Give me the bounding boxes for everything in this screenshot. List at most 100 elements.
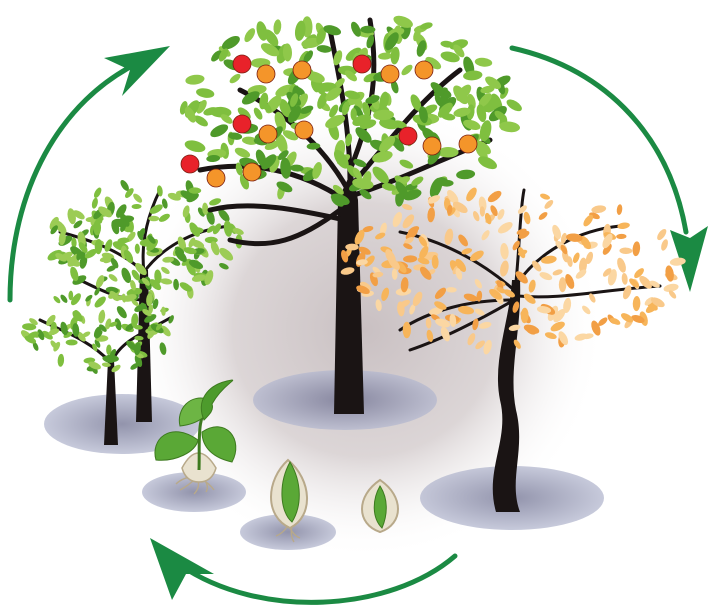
tree-leaf	[474, 57, 493, 67]
fruit	[242, 162, 262, 182]
tree-leaf	[379, 135, 396, 153]
tree-trunk	[492, 280, 521, 512]
tree-leaf	[350, 107, 357, 121]
tree-leaf	[431, 255, 439, 269]
fruit	[380, 64, 400, 84]
tree-leaf	[410, 94, 422, 111]
tree-leaf	[264, 29, 279, 47]
tree-leaf	[82, 331, 91, 338]
cycle-arrow-bottom	[177, 553, 458, 605]
tree-leaf	[210, 241, 220, 256]
tree-leaf	[106, 344, 112, 356]
tree-leaf	[360, 25, 376, 34]
tree-leaf	[602, 268, 612, 277]
tree-leaf	[85, 216, 97, 223]
tree-leaf	[175, 249, 187, 263]
tree-leaf	[114, 318, 122, 331]
tree-leaf	[92, 343, 98, 352]
tree-leaf	[147, 235, 156, 244]
tree-leaf	[168, 315, 174, 324]
tree-leaf	[558, 331, 569, 346]
tree-leaf	[57, 353, 65, 367]
tree-leaf	[420, 22, 433, 30]
shadow-sprouting-seed	[240, 514, 336, 550]
tree-leaf	[134, 243, 140, 254]
tree-leaf	[53, 341, 61, 352]
tree-leaf	[404, 237, 414, 245]
tree-leaf	[617, 222, 630, 230]
tree-leaf	[228, 132, 243, 140]
fruit	[422, 136, 442, 156]
tree-leaf	[181, 258, 192, 266]
tree-leaf	[583, 214, 594, 227]
tree-leaf	[274, 111, 287, 132]
tree-leaf	[220, 114, 233, 124]
tree-leaf	[156, 185, 163, 197]
tree-leaf	[340, 267, 355, 275]
tree-leaf	[400, 277, 409, 293]
tree-leaf	[95, 275, 105, 289]
seed-embryo	[373, 485, 387, 529]
tree-leaf	[435, 318, 451, 328]
tree-leaf	[619, 247, 633, 255]
tree-branch	[227, 207, 343, 247]
tree-leaf	[665, 265, 674, 282]
tree-leaf	[180, 190, 194, 201]
tree-leaf	[405, 228, 418, 240]
tree-leaf	[317, 92, 328, 109]
tree-leaf	[480, 85, 495, 94]
tree-leaf	[142, 309, 152, 317]
tree-leaf	[131, 299, 139, 307]
tree-leaf	[67, 208, 76, 225]
tree-leaf	[463, 293, 478, 302]
tree-leaf	[116, 306, 127, 319]
tree-leaf	[355, 127, 372, 143]
tree-leaf	[476, 290, 483, 302]
tree-leaf	[126, 340, 137, 351]
tree-leaf	[341, 249, 349, 263]
tree-leaf	[512, 301, 520, 313]
tree-leaf	[538, 212, 548, 220]
tree-leaf	[209, 198, 222, 206]
tree-leaf	[403, 189, 422, 201]
tree-leaf	[273, 19, 282, 35]
tree-leaf	[48, 328, 60, 336]
tree-leaf	[544, 200, 554, 209]
tree-leaf	[345, 133, 353, 147]
tree-leaf	[221, 36, 240, 50]
tree-leaf	[487, 190, 502, 203]
tree-leaf	[161, 266, 170, 275]
tree-leaf	[76, 331, 86, 342]
tree-leaf	[466, 187, 477, 202]
tree-leaf	[110, 257, 119, 269]
tree-branch	[408, 298, 516, 352]
tree-leaf	[591, 320, 601, 336]
tree-leaf	[375, 232, 386, 240]
shadow-seedling	[142, 472, 246, 512]
tree-leaf	[353, 159, 367, 168]
tree-leaf	[428, 307, 443, 316]
tree-leaf	[188, 237, 196, 248]
tree-leaf	[457, 305, 475, 315]
tree-leaf	[372, 271, 384, 278]
tree-leaf	[345, 47, 362, 61]
tree-leaf	[289, 93, 299, 107]
arrowhead-top	[104, 46, 170, 96]
tree-leaf	[375, 299, 382, 312]
tree-leaf	[188, 259, 204, 270]
tree-leaf	[99, 324, 107, 332]
tree-leaf	[395, 181, 408, 197]
tree-leaf	[621, 313, 634, 323]
tree-leaf	[334, 78, 345, 89]
tree-branch	[141, 188, 162, 274]
tree-leaf	[379, 118, 400, 130]
tree-leaf	[419, 266, 432, 280]
tree-leaf	[333, 50, 343, 66]
tree-leaf	[71, 293, 81, 306]
tree-leaf	[183, 247, 197, 255]
cycle-arrowheads	[104, 46, 708, 600]
tree-leaf	[379, 222, 387, 235]
tree-leaf	[396, 261, 407, 273]
tree-leaf	[196, 88, 215, 98]
